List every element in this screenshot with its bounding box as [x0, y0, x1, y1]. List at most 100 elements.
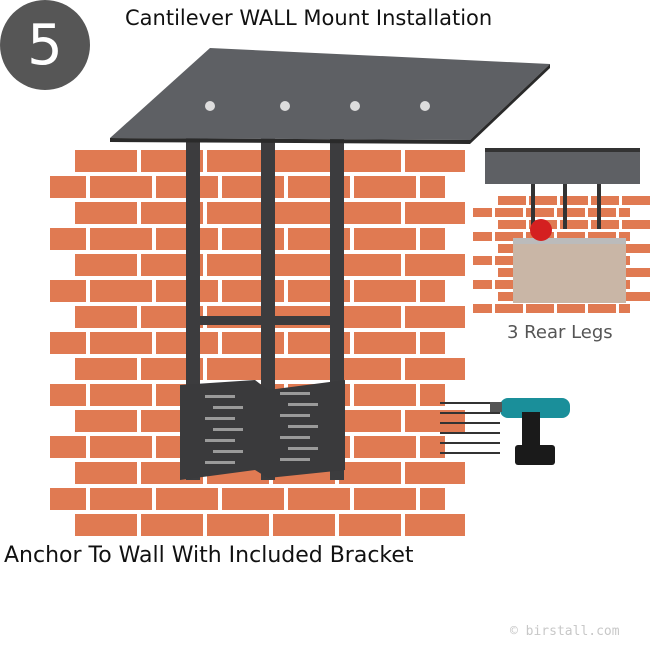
- brick: [405, 202, 465, 224]
- wall-bracket: [180, 380, 345, 480]
- brick: [619, 304, 630, 313]
- brick: [50, 436, 86, 458]
- brick: [526, 208, 554, 217]
- cantilever-frame: [110, 48, 550, 480]
- brick: [90, 436, 152, 458]
- brick: [339, 462, 401, 484]
- brick: [420, 488, 445, 510]
- brick: [405, 514, 465, 536]
- brick: [495, 304, 523, 313]
- brick: [495, 208, 523, 217]
- brick: [339, 306, 401, 328]
- brick: [222, 488, 284, 510]
- brick: [207, 358, 269, 380]
- brick: [405, 150, 465, 172]
- screw: [440, 452, 500, 454]
- brick: [529, 196, 557, 205]
- brick: [405, 254, 465, 276]
- brick: [50, 488, 86, 510]
- inset-caption: 3 Rear Legs: [507, 322, 613, 343]
- screw: [440, 422, 500, 424]
- brick: [354, 280, 416, 302]
- brick: [591, 196, 619, 205]
- brick: [75, 306, 137, 328]
- brick: [75, 514, 137, 536]
- brick: [75, 358, 137, 380]
- drill-icon: [500, 398, 570, 418]
- brick: [498, 292, 526, 301]
- cross-bar: [186, 316, 344, 325]
- grill-icon: [530, 219, 552, 241]
- brick: [420, 436, 445, 458]
- brick: [354, 488, 416, 510]
- brick: [50, 332, 86, 354]
- brick: [526, 304, 554, 313]
- brick: [588, 208, 616, 217]
- brick: [473, 280, 492, 289]
- brick: [622, 268, 650, 277]
- brick: [405, 306, 465, 328]
- brick: [50, 176, 86, 198]
- brick: [405, 462, 465, 484]
- brick: [498, 196, 526, 205]
- bottom-caption: Anchor To Wall With Included Bracket: [4, 543, 414, 568]
- brick: [207, 202, 269, 224]
- brick: [557, 232, 585, 241]
- brick: [498, 244, 526, 253]
- brick: [273, 254, 335, 276]
- brick: [354, 436, 416, 458]
- brick: [619, 232, 630, 241]
- brick: [75, 254, 137, 276]
- brick: [405, 358, 465, 380]
- canopy-roof: [110, 48, 550, 140]
- brick: [207, 150, 269, 172]
- inset-cabinet: [513, 243, 626, 303]
- brick: [207, 254, 269, 276]
- brick: [495, 232, 523, 241]
- brick: [354, 384, 416, 406]
- brick: [90, 488, 152, 510]
- page-title: Cantilever WALL Mount Installation: [125, 6, 493, 30]
- screw: [440, 402, 500, 404]
- screw: [440, 432, 500, 434]
- brick: [207, 514, 269, 536]
- brick: [354, 176, 416, 198]
- brick: [619, 208, 630, 217]
- brick: [588, 304, 616, 313]
- brick: [591, 220, 619, 229]
- brick: [420, 176, 445, 198]
- brick: [75, 202, 137, 224]
- brick: [50, 228, 86, 250]
- brick: [273, 358, 335, 380]
- brick: [75, 150, 137, 172]
- brick: [354, 228, 416, 250]
- brick: [339, 514, 401, 536]
- brick: [560, 220, 588, 229]
- brick: [90, 280, 152, 302]
- brick: [354, 332, 416, 354]
- brick: [557, 304, 585, 313]
- brick: [156, 488, 218, 510]
- brick: [473, 208, 492, 217]
- screw: [440, 442, 500, 444]
- brick: [339, 150, 401, 172]
- brick: [273, 150, 335, 172]
- brick: [141, 514, 203, 536]
- brick: [622, 196, 650, 205]
- brick: [405, 410, 465, 432]
- brick: [495, 280, 523, 289]
- brick: [90, 228, 152, 250]
- brick: [288, 488, 350, 510]
- brick: [588, 232, 616, 241]
- brick: [90, 176, 152, 198]
- step-badge: 5: [0, 0, 90, 90]
- brick: [420, 280, 445, 302]
- inset-roof: [485, 148, 640, 184]
- brick: [75, 410, 137, 432]
- brick: [420, 332, 445, 354]
- inset-outdoor-kitchen: [473, 148, 650, 313]
- brick: [622, 220, 650, 229]
- screw: [440, 412, 500, 414]
- brick: [50, 384, 86, 406]
